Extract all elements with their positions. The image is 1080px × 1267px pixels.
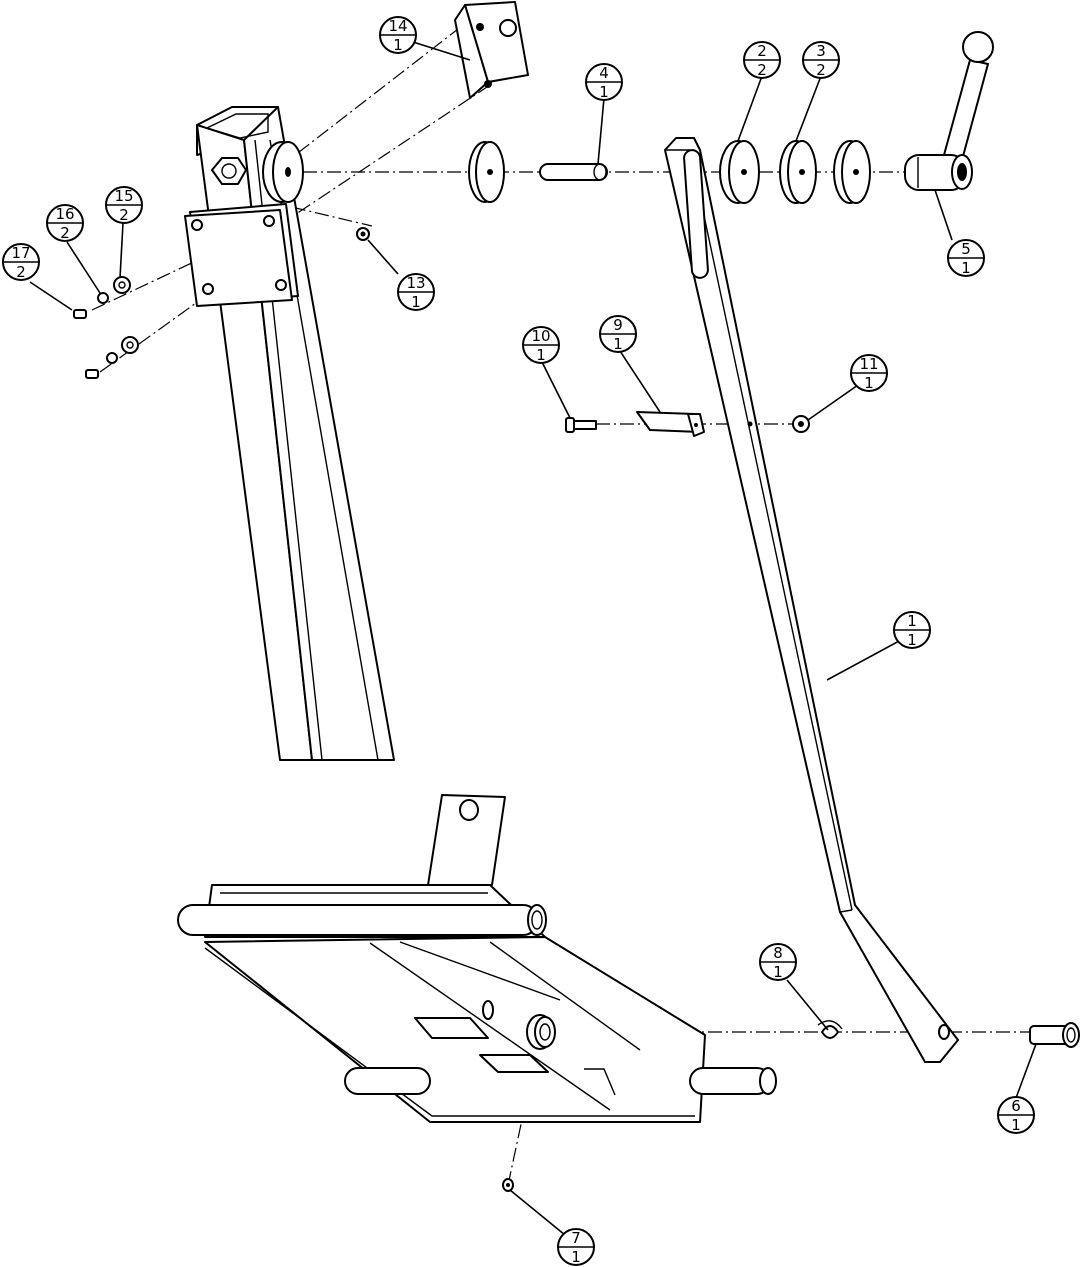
nut-part-11 <box>792 415 810 433</box>
upright-post <box>196 106 395 761</box>
balloon-quantity: 1 <box>773 963 783 981</box>
pivot-boss <box>262 141 304 203</box>
set-screw-part-7 <box>502 1178 514 1192</box>
washer-extra <box>833 140 871 204</box>
balloon-quantity: 2 <box>816 61 826 79</box>
balloon-quantity: 1 <box>613 335 623 353</box>
balloon-item-9: 91 <box>599 315 637 353</box>
balloon-quantity: 1 <box>571 1248 581 1266</box>
balloon-quantity: 2 <box>60 224 70 242</box>
lever-arm-part-1 <box>664 137 959 1063</box>
balloon-item-number: 10 <box>531 327 550 345</box>
clevis-pin-part-6 <box>1029 1022 1080 1048</box>
fastener-set-upper <box>73 276 131 319</box>
washer-part-2 <box>719 140 760 204</box>
mounting-plate <box>184 203 299 307</box>
balloon-quantity: 1 <box>536 346 546 364</box>
balloon-quantity: 1 <box>599 83 609 101</box>
fastener-set-lower <box>85 336 139 379</box>
balloon-quantity: 2 <box>119 206 129 224</box>
balloon-item-4: 41 <box>585 63 623 101</box>
washer-part-3 <box>779 140 817 204</box>
balloon-item-10: 101 <box>522 326 560 364</box>
balloon-item-number: 15 <box>114 187 133 205</box>
balloon-item-1: 11 <box>893 611 931 649</box>
balloon-item-13: 131 <box>397 273 435 311</box>
balloon-item-14: 141 <box>379 16 417 54</box>
balloon-item-6: 61 <box>997 1096 1035 1134</box>
balloon-item-number: 8 <box>773 944 783 962</box>
pin-part-4 <box>539 163 608 181</box>
balloon-item-3: 32 <box>802 41 840 79</box>
balloon-item-2: 22 <box>743 41 781 79</box>
balloon-quantity: 1 <box>1011 1116 1021 1134</box>
balloon-item-number: 13 <box>406 274 425 292</box>
balloon-quantity: 2 <box>757 61 767 79</box>
balloon-quantity: 1 <box>864 374 874 392</box>
balloon-item-7: 71 <box>557 1228 595 1266</box>
nut-part-13 <box>356 227 370 241</box>
balloon-item-number: 11 <box>859 355 878 373</box>
balloon-item-number: 16 <box>55 205 74 223</box>
balloon-item-16: 162 <box>46 204 84 242</box>
balloon-quantity: 1 <box>907 631 917 649</box>
balloon-item-number: 1 <box>907 612 917 630</box>
balloon-item-number: 9 <box>613 316 623 334</box>
clamp-handle-part-5 <box>904 31 994 191</box>
balloon-item-number: 3 <box>816 42 826 60</box>
balloon-item-number: 2 <box>757 42 767 60</box>
base-plate-assembly <box>177 794 777 1123</box>
spacer-washer <box>468 141 505 203</box>
balloon-item-5: 51 <box>947 239 985 277</box>
bolt-part-10 <box>565 417 597 433</box>
balloon-item-15: 152 <box>105 186 143 224</box>
hex-nut <box>211 157 247 185</box>
balloon-item-8: 81 <box>759 943 797 981</box>
balloon-quantity: 1 <box>961 259 971 277</box>
balloon-item-number: 17 <box>11 244 30 262</box>
bracket-part-14 <box>454 1 529 99</box>
balloon-item-number: 4 <box>599 64 609 82</box>
balloon-quantity: 2 <box>16 263 26 281</box>
leader-lines <box>29 41 1037 1236</box>
balloon-item-number: 14 <box>388 17 407 35</box>
balloon-item-number: 6 <box>1011 1097 1021 1115</box>
balloon-quantity: 1 <box>411 293 421 311</box>
balloon-item-number: 5 <box>961 240 971 258</box>
wedge-part-9 <box>636 411 705 437</box>
balloon-quantity: 1 <box>393 36 403 54</box>
balloon-item-11: 111 <box>850 354 888 392</box>
balloon-item-17: 172 <box>2 243 40 281</box>
balloon-item-number: 7 <box>571 1229 581 1247</box>
